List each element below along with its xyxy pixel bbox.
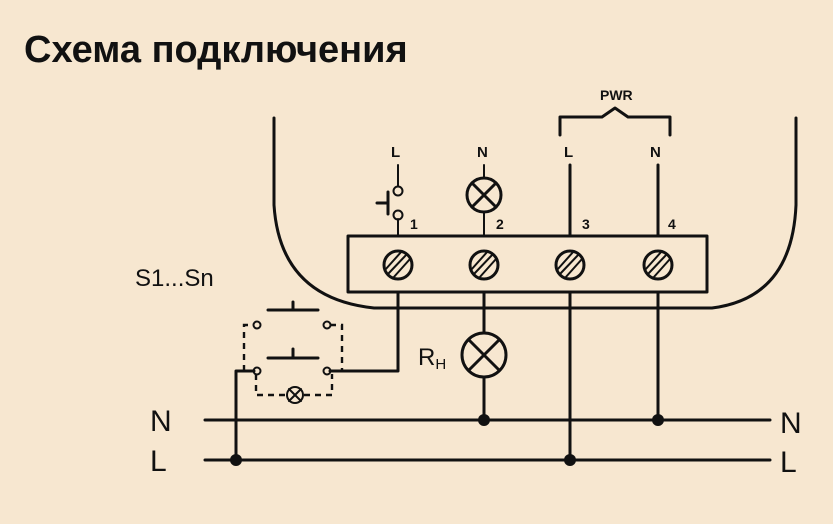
bus-l-right-label: L (780, 446, 797, 479)
switch-group-label: S1...Sn (135, 265, 214, 292)
diagram-title: Схема подключения (24, 29, 408, 71)
terminal-screw-2 (468, 249, 500, 281)
terminal-number-1: 1 (410, 216, 418, 232)
terminal-1-top-label: L (391, 144, 400, 161)
terminal-number-4: 4 (668, 216, 676, 232)
backlight-lamp-icon (254, 374, 334, 404)
test-button-contact-top (392, 185, 404, 197)
switch-group-feed (234, 369, 256, 462)
terminal-3-top-label: L (564, 144, 573, 161)
terminal-number-2: 2 (496, 216, 504, 232)
load-label: RH (418, 344, 446, 373)
terminal-1-to-switches (328, 290, 400, 373)
terminal-2-top-label: N (477, 144, 488, 161)
pwr-label: PWR (600, 87, 633, 103)
junction-dot (564, 454, 576, 466)
device-housing (272, 116, 798, 310)
terminal-screw-1 (382, 249, 414, 281)
terminal-number-3: 3 (582, 216, 590, 232)
junction-dot (652, 414, 664, 426)
terminal-screw-3 (554, 249, 586, 281)
bus-n-right-label: N (780, 407, 802, 440)
junction-dot (478, 414, 490, 426)
load-lamp-icon (460, 331, 508, 379)
indicator-lamp-icon (465, 176, 503, 214)
bus-l-left-label: L (150, 445, 167, 478)
test-button-icon (375, 190, 390, 216)
push-button-sn-icon (242, 300, 344, 371)
junction-dot (230, 454, 242, 466)
terminal-screw-4 (642, 249, 674, 281)
pwr-bracket (558, 106, 672, 137)
terminal-4-top-label: N (650, 144, 661, 161)
bus-n-left-label: N (150, 405, 172, 438)
push-button-s1-icon (252, 347, 332, 376)
terminal-block (346, 234, 709, 294)
